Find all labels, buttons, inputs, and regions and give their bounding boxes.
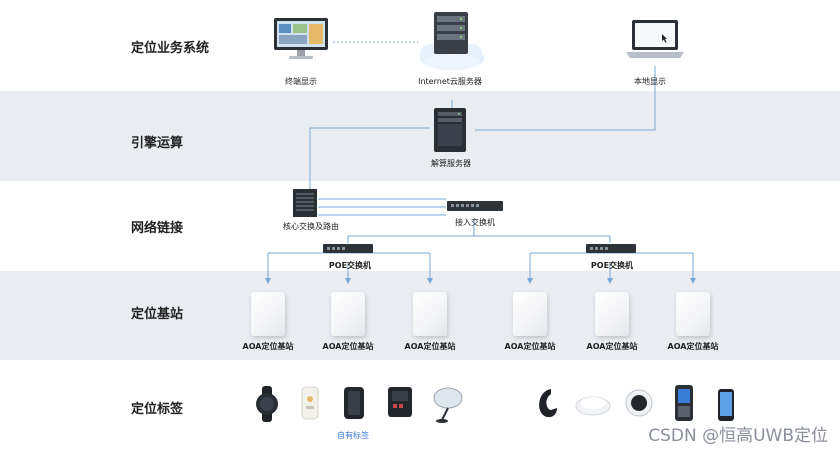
aoa-anchor-device [251,292,285,336]
caption-anchor: AOA定位基站 [586,342,638,351]
caption-own-tags: 自有标签 [337,431,369,440]
link-local-solver [475,66,656,131]
poe-switch-icon [323,244,373,253]
caption-poe-switch-left: POE交换机 [328,261,372,270]
caption-anchor: AOA定位基站 [504,342,556,351]
band-tags [0,360,840,452]
caption-poe-switch-right: POE交换机 [590,261,634,270]
round-sensor-icon [625,389,653,417]
layer-label-tags: 定位标签 [131,402,184,417]
caption-anchor: AOA定位基站 [667,342,719,351]
disc-tag-icon [575,396,611,416]
server-tower-icon [434,108,466,152]
caption-anchor: AOA定位基站 [242,342,294,351]
caption-local-display: 本地显示 [634,77,666,86]
aoa-anchor-device [595,292,629,336]
watermark: CSDN @恒高UWB定位 [648,426,828,446]
layer-label-anchors: 定位基站 [131,307,184,322]
link-access-poe-left [347,220,475,243]
smartphone-icon [718,389,734,421]
aoa-anchor-device [513,292,547,336]
band-business [0,0,840,91]
caption-core-switch: 核心交换及路由 [283,222,339,231]
layer-label-network: 网络链接 [131,221,184,236]
watch-tag-icon [256,386,278,422]
caption-terminal-display: 终端显示 [285,77,317,86]
link-access-poe-right [474,235,611,243]
layer-label-business: 定位业务系统 [131,41,210,56]
poe-switch-icon [586,244,636,253]
monitor-icon [274,18,328,59]
caption-solver-server: 解算服务器 [431,159,471,168]
pager-tag-icon [388,387,412,417]
card-tag-icon [344,387,364,419]
caption-cloud-server: Internet云服务器 [418,77,482,86]
badge-tag-icon [301,386,319,420]
band-network [0,181,840,271]
aoa-anchor-device [676,292,710,336]
access-switch-icon [447,201,503,211]
router-rack-icon [293,189,317,217]
laptop-icon [626,20,684,58]
link-solver-core [309,127,430,192]
aoa-anchor-device [413,292,447,336]
layer-label-engine: 引擎运算 [131,136,184,151]
wristband-tag-icon [539,389,557,418]
caption-access-switch: 接入交换机 [455,218,495,227]
caption-anchor: AOA定位基站 [404,342,456,351]
helmet-tag-icon [433,387,463,423]
band-engine [0,91,840,181]
handheld-terminal-icon [675,385,693,421]
caption-anchor: AOA定位基站 [322,342,374,351]
cloud-server-icon [420,12,484,70]
aoa-anchor-device [331,292,365,336]
